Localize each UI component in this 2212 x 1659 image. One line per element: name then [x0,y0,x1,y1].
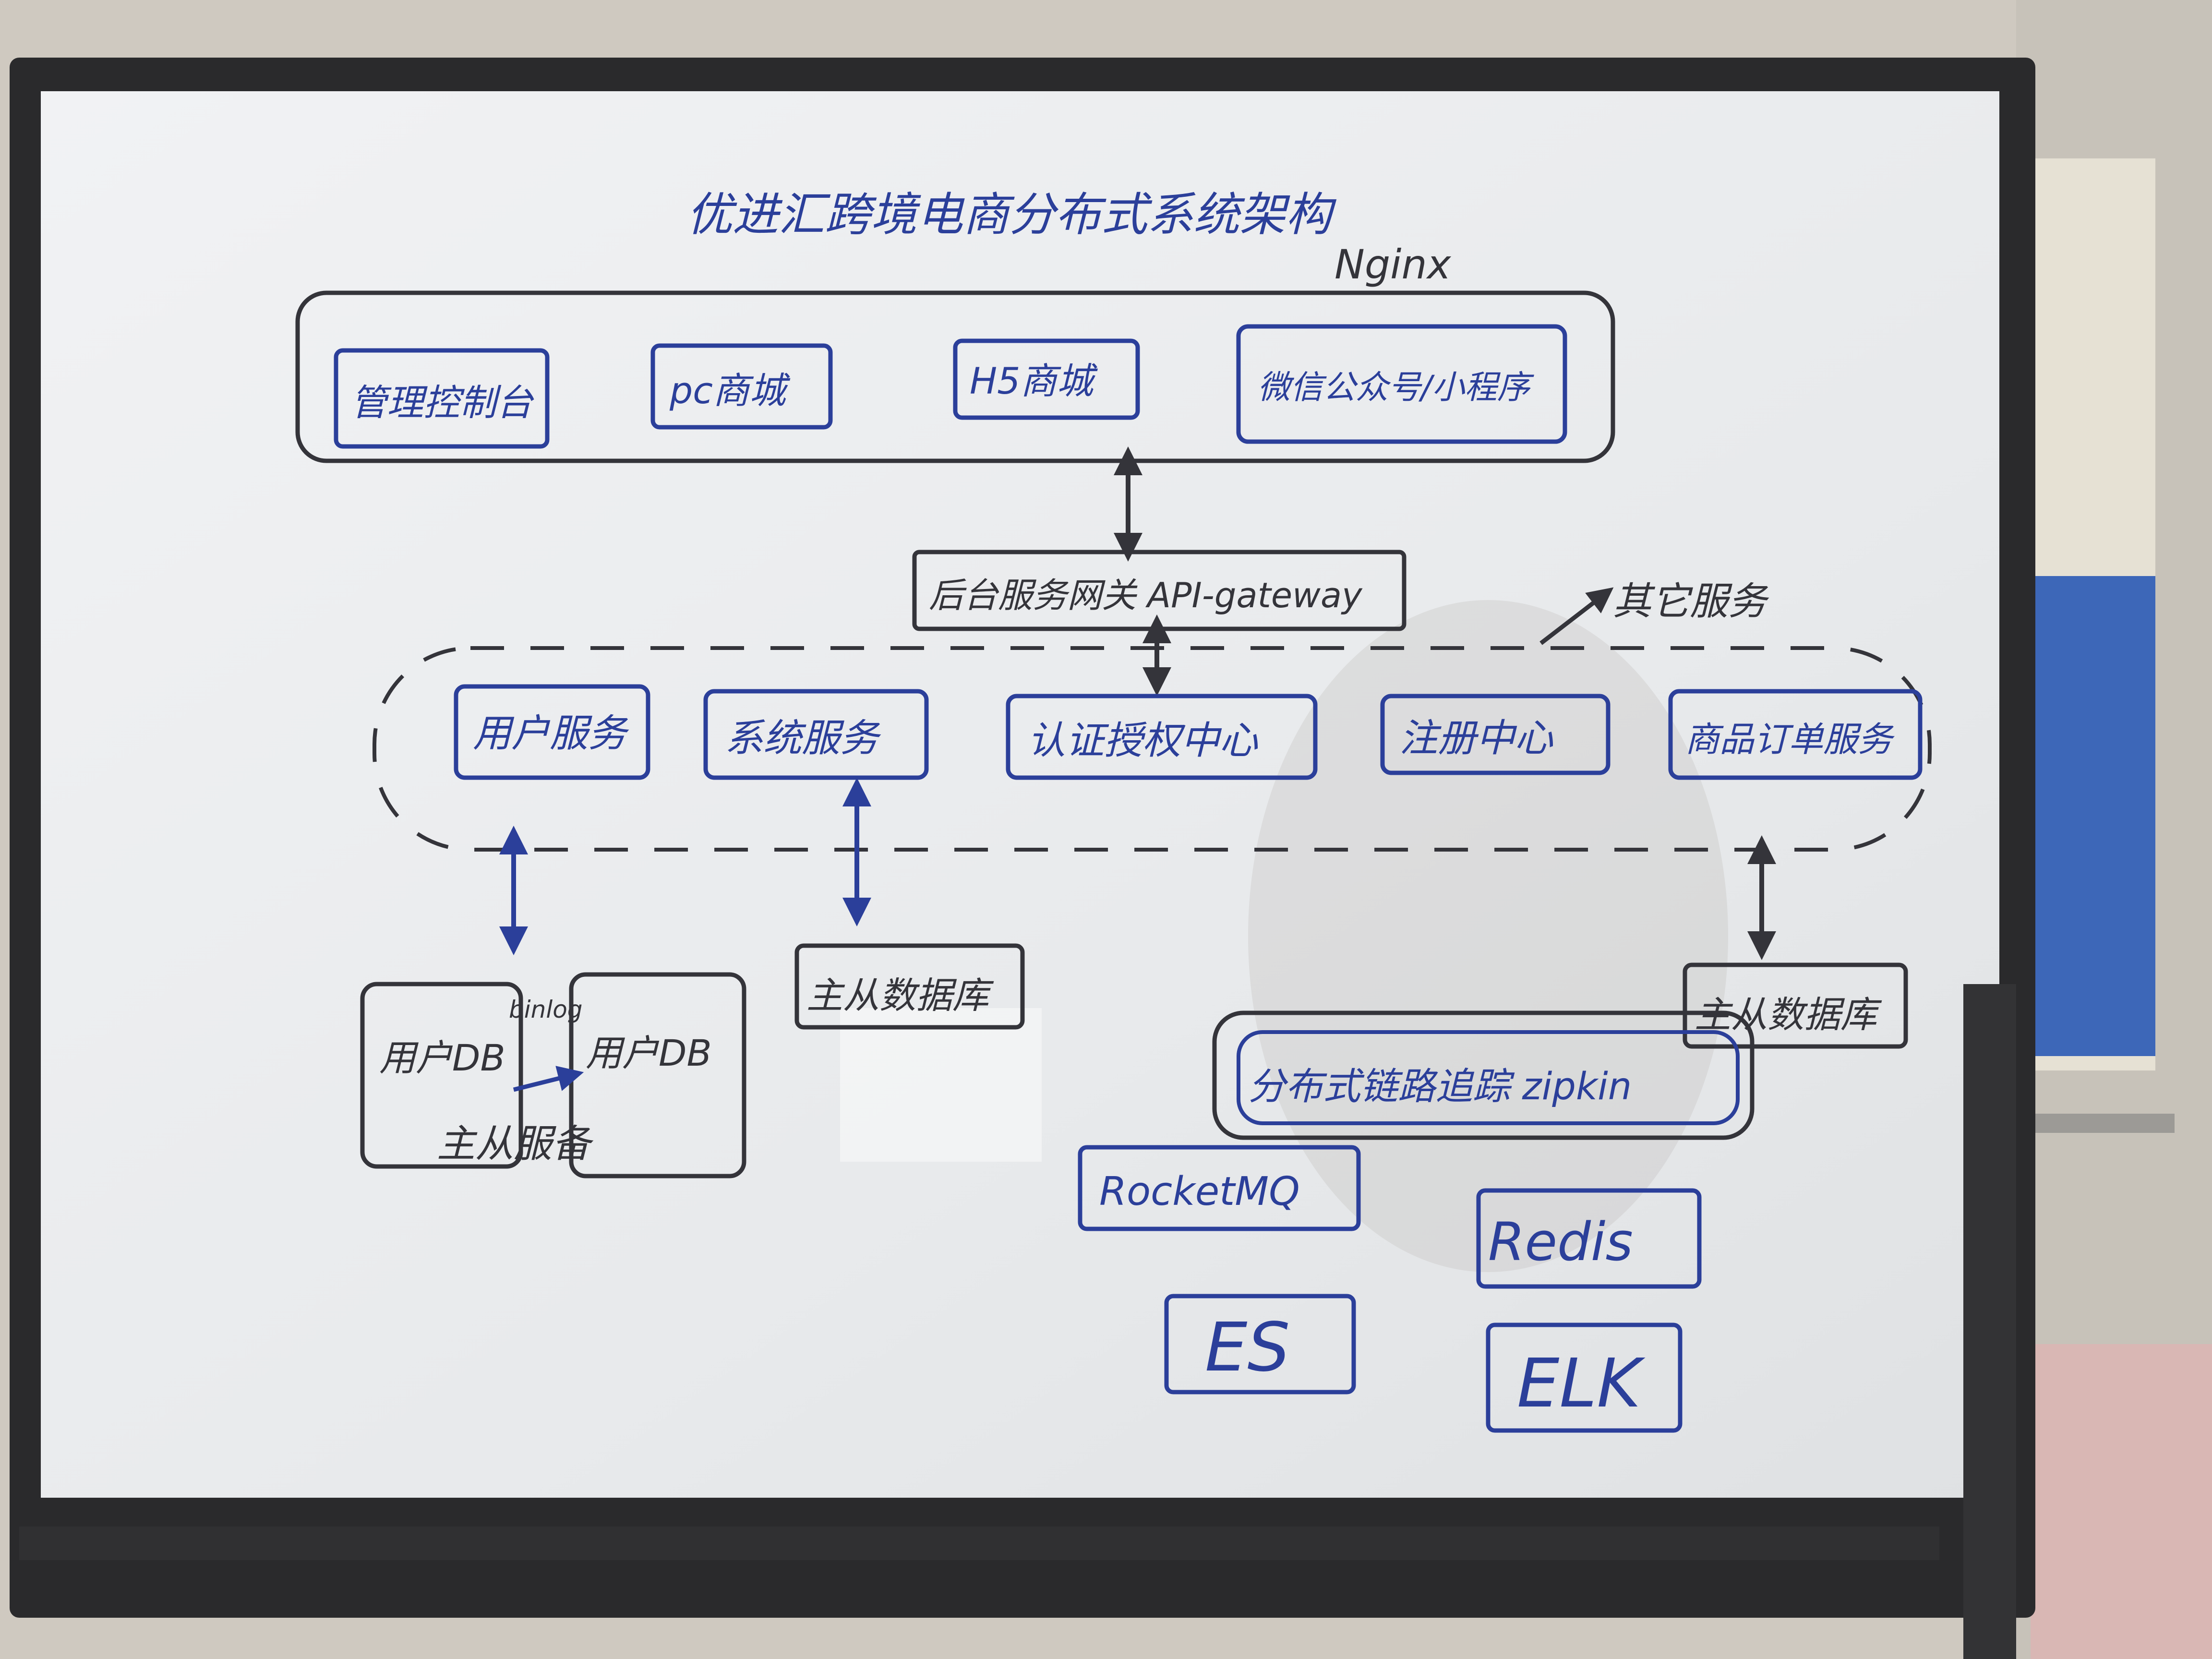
other-services-label: 其它服务 [1613,579,1769,624]
middleware-label: ES [1205,1309,1290,1387]
board-reflection [840,1008,1042,1162]
service-auth-center: 认证授权中心 [1006,694,1318,780]
stand-leg [1963,984,2016,1659]
client-app-label: H5商城 [970,360,1098,402]
service-label: 系统服务 [725,716,881,760]
board-bottom-rail [19,1527,1939,1560]
arrow-replication [513,1066,584,1092]
service-label: 商品订单服务 [1685,719,1895,759]
service-product-order: 商品订单服务 [1668,689,1923,780]
client-layer-box [295,290,1615,463]
gateway-box: 后台服务网关 API-gateway [912,550,1407,631]
client-app-label: 管理控制台 [350,381,534,424]
service-label: 注册中心 [1399,716,1553,760]
middleware-label: ELK [1517,1345,1646,1423]
client-app-label: pc商城 [669,369,791,412]
services-group [373,646,1932,852]
client-app-wechat: 微信公众号/小程序 [1236,324,1567,444]
db-label: 主从数据库 [806,974,994,1017]
user-db-primary: 用户DB [360,982,523,1169]
wall-map-rod [2016,1114,2175,1133]
middleware-es: ES [1164,1294,1356,1395]
tracing-label: 分布式链路追踪 zipkin [1248,1065,1632,1108]
system-db: 主从数据库 [794,943,1025,1030]
middleware-elk: ELK [1486,1322,1683,1433]
client-app-h5-mall: H5商城 [953,338,1140,420]
service-user: 用户服务 [454,684,650,780]
db-label: 用户DB [379,1036,505,1079]
service-system: 系统服务 [703,689,929,780]
service-registry: 注册中心 [1380,694,1611,775]
board-surface [41,91,1999,1498]
nginx-label: Nginx [1334,241,1452,288]
gateway-label: 后台服务网关 API-gateway [929,575,1363,615]
middleware-redis: Redis [1476,1188,1702,1289]
tracing-box: 分布式链路追踪 zipkin [1212,1010,1755,1140]
client-app-admin: 管理控制台 [334,348,550,449]
binlog-label: binlog [509,996,583,1023]
board-shadow [1248,600,1728,1272]
wall-map-sea [2031,576,2155,1056]
client-app-pc-mall: pc商城 [650,343,833,430]
db-label: 用户DB [586,1032,712,1074]
middleware-label: RocketMQ [1099,1169,1300,1214]
middleware-label: Redis [1488,1211,1633,1273]
pink-towel [2031,1344,2212,1659]
arrow-other-services [1539,587,1614,645]
page-title: 优进汇跨境电商分布式系统架构 [686,188,1337,241]
master-slave-label: 主从服备 [437,1121,594,1166]
client-app-label: 微信公众号/小程序 [1258,369,1535,407]
service-label: 认证授权中心 [1027,718,1258,763]
service-label: 用户服务 [473,711,629,756]
middleware-rocketmq: RocketMQ [1078,1145,1361,1231]
